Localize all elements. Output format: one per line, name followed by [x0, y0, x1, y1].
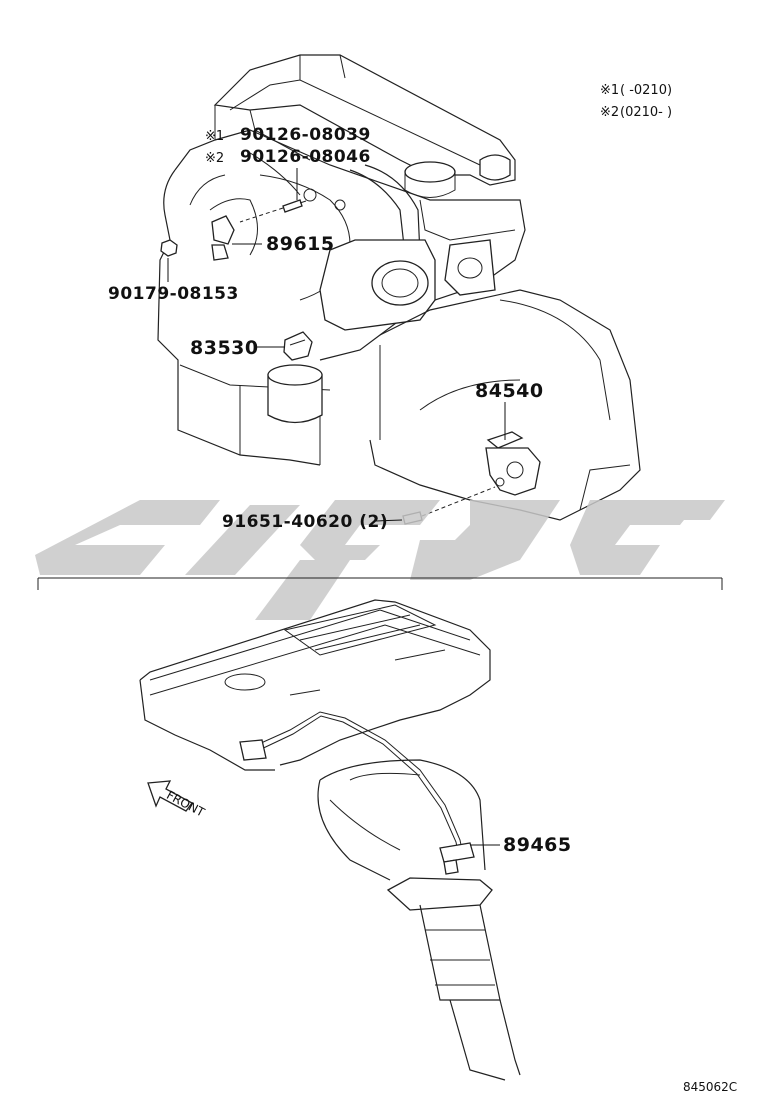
- part-91651-40620-label[interactable]: 91651-40620 (2): [222, 512, 388, 532]
- part-89615-label[interactable]: 89615: [266, 233, 335, 255]
- note-2-range: (0210- ): [620, 105, 672, 120]
- note-1-range: ( -0210): [620, 83, 672, 98]
- oxygen-sensor-89465-drawing: [239, 711, 475, 875]
- part-90179-08153-label[interactable]: 90179-08153: [108, 284, 239, 304]
- engine-block-drawing: [157, 54, 641, 521]
- part-90126-08046-label[interactable]: 90126-08046: [240, 147, 371, 167]
- note-2-mark: ※2: [600, 105, 619, 120]
- nut-90179-drawing: [160, 239, 178, 257]
- leader-lines: [167, 168, 506, 846]
- part-89465-label[interactable]: 89465: [503, 834, 572, 856]
- part-90126-08046-mark: ※2: [205, 151, 224, 166]
- front-arrow: FRONT: [147, 780, 208, 820]
- watermark-logo: [35, 500, 725, 620]
- part-90126-08039-mark: ※1: [205, 129, 224, 144]
- note-1-mark: ※1: [600, 83, 619, 98]
- front-label: FRONT: [164, 788, 207, 820]
- section-divider: [37, 577, 723, 590]
- part-83530-label[interactable]: 83530: [190, 337, 259, 359]
- diagram-reference: 845062C: [683, 1080, 737, 1094]
- part-90126-08039-label[interactable]: 90126-08039: [240, 125, 371, 145]
- engine-top-cover-drawing: [139, 599, 521, 1081]
- part-84540-label[interactable]: 84540: [475, 380, 544, 402]
- sensor-89615-drawing: [211, 199, 307, 261]
- switch-83530-drawing: [283, 331, 313, 361]
